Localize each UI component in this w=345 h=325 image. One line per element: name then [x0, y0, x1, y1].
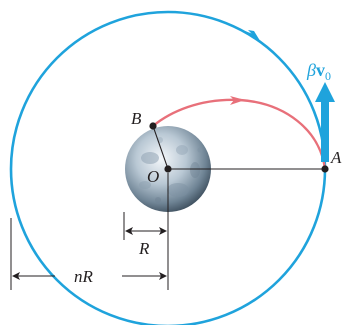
label-a: A [330, 148, 342, 167]
label-velocity: βv0 [306, 60, 331, 83]
label-o: O [147, 167, 159, 186]
label-r: R [138, 239, 150, 258]
velocity-arrow [315, 82, 335, 162]
point-a [321, 165, 329, 173]
label-velocity-subscript: 0 [325, 69, 331, 83]
trajectory-arrowhead [230, 96, 245, 105]
label-velocity-v: v [316, 60, 325, 80]
dimension-nr [10, 218, 167, 290]
line-o-to-b [152, 125, 169, 170]
label-nr: nR [74, 267, 94, 286]
orbit-direction-arrowhead [245, 31, 263, 45]
point-b [149, 122, 157, 130]
dimension-r [123, 173, 169, 290]
label-b: B [131, 109, 142, 128]
label-velocity-beta: β [306, 60, 316, 80]
point-o [164, 165, 172, 173]
